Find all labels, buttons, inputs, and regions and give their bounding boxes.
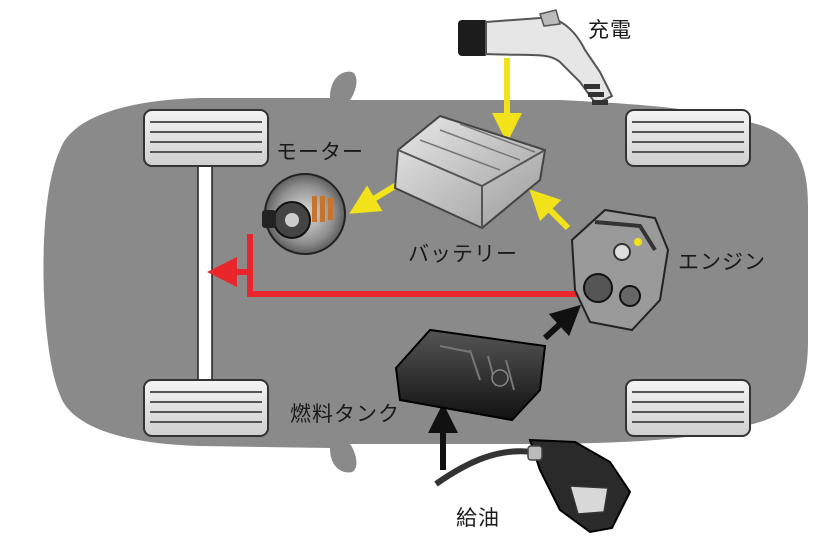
motor-label: モーター bbox=[276, 140, 364, 164]
battery-label: バッテリー bbox=[408, 242, 518, 266]
tank-to-engine-arrow bbox=[542, 304, 582, 341]
fuel-nozzle-icon bbox=[434, 438, 632, 534]
wheel-icon bbox=[143, 109, 269, 167]
engine-to-battery-arrow bbox=[529, 189, 571, 231]
refuel-label: 給油 bbox=[456, 506, 500, 530]
fuel-tank-label: 燃料タンク bbox=[290, 402, 400, 426]
engine-label: エンジン bbox=[678, 250, 766, 274]
wheel-icon bbox=[625, 379, 751, 437]
ev-charger-plug-icon bbox=[458, 9, 614, 106]
engine-icon bbox=[570, 208, 670, 332]
fuel-tank-icon bbox=[394, 328, 547, 422]
car-body bbox=[43, 71, 808, 473]
wheel-icon bbox=[143, 379, 269, 437]
car-silhouette bbox=[43, 71, 808, 473]
electric-motor-icon bbox=[262, 173, 346, 255]
battery-pack-icon bbox=[393, 114, 547, 230]
rear-axle bbox=[197, 137, 213, 389]
drive-flow-arrow bbox=[207, 234, 580, 297]
charge-label: 充電 bbox=[588, 18, 632, 42]
wheel-icon bbox=[625, 109, 751, 167]
